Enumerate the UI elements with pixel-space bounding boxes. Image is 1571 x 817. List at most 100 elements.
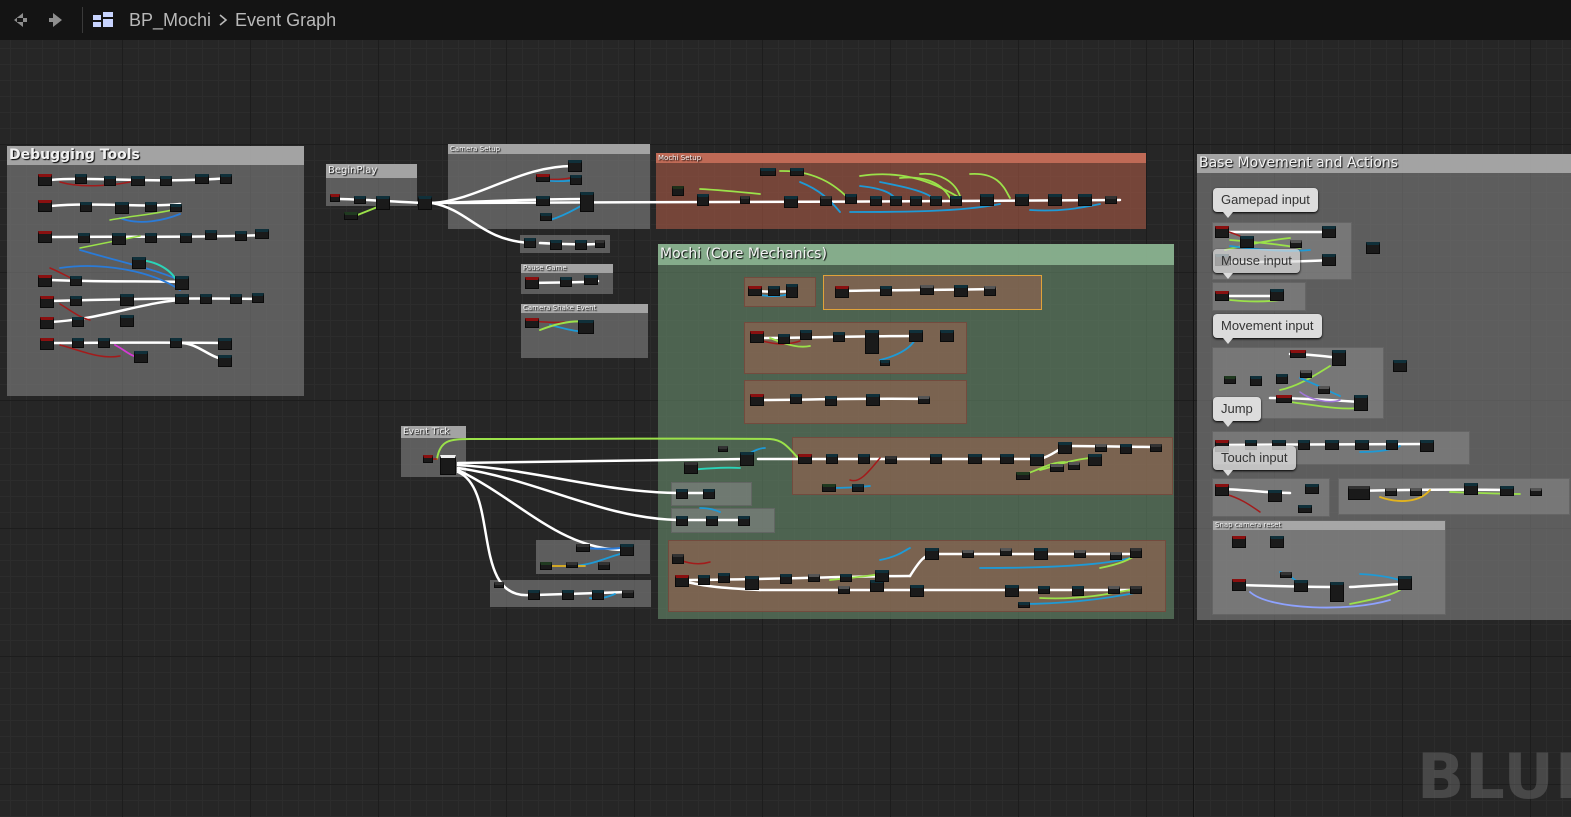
graph-node[interactable] <box>160 176 172 186</box>
graph-node[interactable] <box>1105 196 1117 204</box>
graph-node[interactable] <box>880 360 890 366</box>
graph-node[interactable] <box>778 334 790 344</box>
breadcrumb-event-graph[interactable]: Event Graph <box>235 9 337 30</box>
graph-node[interactable] <box>920 285 934 295</box>
graph-node[interactable] <box>740 196 750 204</box>
graph-node[interactable] <box>910 585 924 597</box>
graph-node[interactable] <box>1232 579 1246 591</box>
graph-node[interactable] <box>80 202 92 212</box>
graph-node[interactable] <box>570 175 582 185</box>
graph-node[interactable] <box>672 554 684 564</box>
graph-node[interactable] <box>820 196 832 206</box>
graph-node[interactable] <box>786 284 798 298</box>
comment-bubble-jump[interactable]: Jump <box>1213 397 1261 427</box>
graph-node[interactable] <box>115 202 129 214</box>
graph-node[interactable] <box>576 544 590 552</box>
graph-node[interactable] <box>1250 376 1262 386</box>
graph-node[interactable] <box>220 174 232 184</box>
graph-node[interactable] <box>1385 488 1397 496</box>
graph-node[interactable] <box>1232 536 1246 548</box>
graph-node[interactable] <box>598 562 610 570</box>
graph-node[interactable] <box>870 196 882 206</box>
graph-node[interactable] <box>740 452 754 466</box>
graph-node[interactable] <box>1270 536 1284 548</box>
graph-node[interactable] <box>536 174 550 182</box>
graph-node[interactable] <box>1268 490 1282 502</box>
graph-node[interactable] <box>1366 242 1380 254</box>
graph-node[interactable] <box>540 213 552 221</box>
graph-node[interactable] <box>1322 254 1336 266</box>
graph-node[interactable] <box>354 196 366 204</box>
graph-node[interactable] <box>1280 572 1292 578</box>
graph-node[interactable] <box>930 454 942 464</box>
graph-node[interactable] <box>866 394 880 406</box>
graph-node[interactable] <box>838 586 850 594</box>
graph-node[interactable] <box>584 275 598 285</box>
graph-node[interactable] <box>170 338 182 348</box>
graph-node[interactable] <box>78 233 90 243</box>
graph-node[interactable] <box>1276 395 1292 403</box>
comment-mochi-setup[interactable]: Mochi Setup <box>656 153 1146 229</box>
graph-node[interactable] <box>825 396 837 406</box>
comment-snap-camera-reset[interactable]: Snap camera reset <box>1212 520 1446 615</box>
graph-node[interactable] <box>676 516 688 526</box>
graph-node[interactable] <box>1500 486 1514 496</box>
graph-node[interactable] <box>697 194 709 206</box>
graph-node[interactable] <box>230 294 242 304</box>
graph-node[interactable] <box>1355 440 1369 450</box>
graph-node[interactable] <box>890 196 902 206</box>
graph-node[interactable] <box>195 174 209 184</box>
graph-node[interactable] <box>40 317 54 329</box>
graph-node[interactable] <box>98 338 110 348</box>
graph-node[interactable] <box>175 276 189 290</box>
forward-button[interactable] <box>38 0 76 40</box>
graph-node[interactable] <box>525 318 539 328</box>
graph-node[interactable] <box>1290 350 1306 358</box>
graph-node[interactable] <box>1150 444 1162 452</box>
graph-node[interactable] <box>822 484 836 492</box>
graph-node[interactable] <box>560 277 572 287</box>
graph-node[interactable] <box>595 240 605 248</box>
graph-node[interactable] <box>72 317 84 327</box>
graph-node[interactable] <box>1034 548 1048 560</box>
graph-node[interactable] <box>524 238 536 248</box>
graph-node[interactable] <box>750 331 764 343</box>
graph-node[interactable] <box>676 489 688 499</box>
graph-node[interactable] <box>1530 488 1542 496</box>
graph-node[interactable] <box>1030 454 1044 466</box>
graph-node[interactable] <box>620 544 634 556</box>
graph-node[interactable] <box>1325 440 1339 450</box>
graph-node[interactable] <box>578 320 594 334</box>
graph-node[interactable] <box>880 286 892 296</box>
graph-node[interactable] <box>925 548 939 560</box>
graph-node[interactable] <box>826 454 838 464</box>
graph-node[interactable] <box>980 194 994 206</box>
graph-node[interactable] <box>255 229 269 239</box>
graph-node[interactable] <box>1050 464 1064 472</box>
comment-bubble-movement[interactable]: Movement input <box>1213 314 1322 344</box>
graph-node[interactable] <box>1276 374 1288 384</box>
graph-node[interactable] <box>750 394 764 406</box>
graph-node[interactable] <box>575 240 587 250</box>
graph-node[interactable] <box>218 338 232 350</box>
graph-node[interactable] <box>738 516 750 526</box>
graph-node[interactable] <box>684 462 698 474</box>
graph-node[interactable] <box>918 396 930 404</box>
graph-node[interactable] <box>1072 586 1084 596</box>
graph-node[interactable] <box>1290 240 1302 248</box>
graph-node[interactable] <box>1300 370 1312 378</box>
graph-node[interactable] <box>1000 548 1012 556</box>
graph-node[interactable] <box>344 212 358 220</box>
graph-node[interactable] <box>1068 462 1080 470</box>
breadcrumb-blueprint[interactable]: BP_Mochi <box>129 9 212 30</box>
graph-node[interactable] <box>1018 602 1030 608</box>
graph-node[interactable] <box>1058 442 1072 454</box>
comment-bubble-touch[interactable]: Touch input <box>1213 446 1296 476</box>
graph-node[interactable] <box>798 454 812 464</box>
graph-node[interactable] <box>120 294 134 306</box>
graph-node[interactable] <box>703 489 715 499</box>
graph-node[interactable] <box>1348 486 1370 500</box>
graph-node[interactable] <box>566 562 578 568</box>
graph-node[interactable] <box>536 196 550 206</box>
graph-node[interactable] <box>330 194 340 202</box>
